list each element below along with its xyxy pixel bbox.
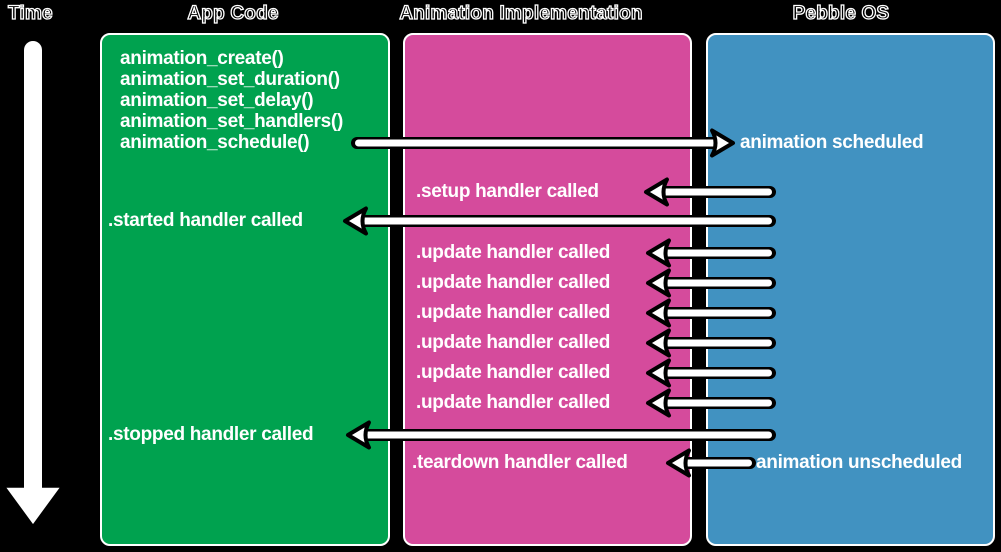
arrow-animation-scheduled bbox=[351, 128, 735, 158]
setup-handler-label: .setup handler called bbox=[416, 181, 599, 202]
arrow-update-handler-1 bbox=[646, 238, 776, 268]
arrow-started-handler bbox=[343, 206, 776, 236]
update-handler-label: .update handler called bbox=[416, 272, 611, 293]
arrow-setup-handler bbox=[644, 177, 776, 207]
started-handler-label: .started handler called bbox=[108, 210, 303, 231]
call-animation-schedule: animation_schedule() bbox=[120, 132, 310, 153]
animation-implementation-box bbox=[403, 33, 692, 546]
update-handler-label: .update handler called bbox=[416, 332, 611, 353]
animation-scheduled-label: animation scheduled bbox=[740, 132, 924, 153]
update-handler-label: .update handler called bbox=[416, 392, 611, 413]
arrow-update-handler-2 bbox=[646, 268, 776, 298]
update-handler-label: .update handler called bbox=[416, 362, 611, 383]
arrow-update-handler-3 bbox=[646, 298, 776, 328]
arrow-stopped-handler bbox=[346, 420, 776, 450]
call-animation-set-handlers: animation_set_handlers() bbox=[120, 111, 343, 132]
animation-implementation-header: Animation Implementation bbox=[399, 2, 643, 24]
time-arrow bbox=[1, 38, 65, 529]
arrow-update-handler-6 bbox=[646, 388, 776, 418]
app-code-box bbox=[100, 33, 390, 546]
teardown-handler-label: .teardown handler called bbox=[412, 452, 628, 473]
app-code-call-list: animation_create() animation_set_duratio… bbox=[120, 48, 343, 153]
call-animation-create: animation_create() bbox=[120, 48, 284, 69]
update-handler-label: .update handler called bbox=[416, 242, 611, 263]
pebble-os-header: Pebble OS bbox=[792, 2, 890, 24]
call-animation-set-duration: animation_set_duration() bbox=[120, 69, 340, 90]
arrow-update-handler-4 bbox=[646, 328, 776, 358]
app-code-header: App Code bbox=[187, 2, 279, 24]
animation-unscheduled-label: animation unscheduled bbox=[756, 452, 962, 473]
arrow-teardown-handler bbox=[666, 448, 756, 478]
call-animation-set-delay: animation_set_delay() bbox=[120, 90, 314, 111]
arrow-update-handler-5 bbox=[646, 358, 776, 388]
update-handler-label: .update handler called bbox=[416, 302, 611, 323]
stopped-handler-label: .stopped handler called bbox=[108, 424, 314, 445]
time-header: Time bbox=[7, 2, 53, 24]
